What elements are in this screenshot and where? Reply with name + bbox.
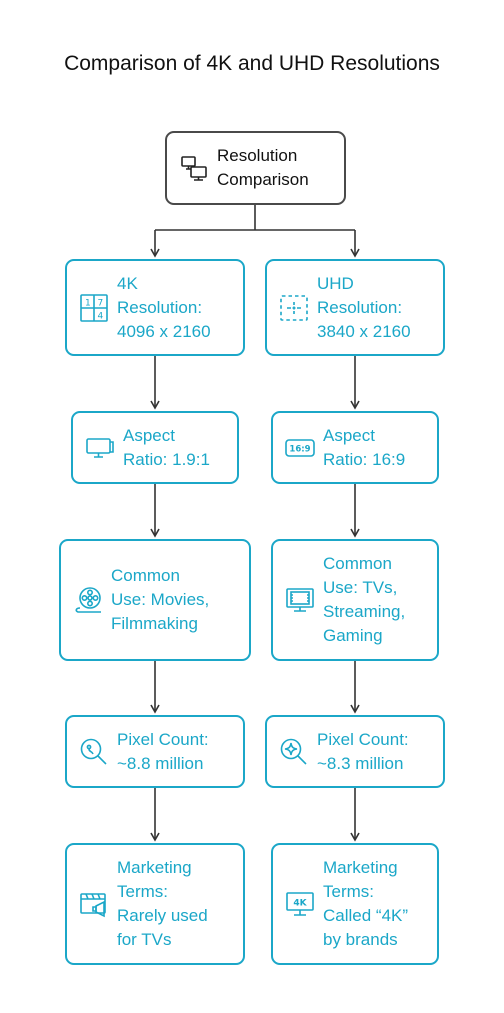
ratio-16-9-icon: 16:9 [285, 438, 315, 457]
tv-film-icon [286, 588, 314, 612]
node-uhd-marketing: 4K Marketing Terms: Called “4K” by brand… [271, 843, 439, 965]
svg-text:4: 4 [98, 311, 104, 321]
grid-numbers-icon: 1 7 4 [80, 293, 108, 322]
4k-monitor-icon: 4K [286, 892, 314, 916]
node-4k-resolution: 1 7 4 4K Resolution: 4096 x 2160 [65, 259, 245, 356]
node-4k-pixel-count-label: Pixel Count: ~8.8 million [117, 729, 209, 773]
connector-root-split [155, 204, 355, 231]
node-uhd-marketing-label: Marketing Terms: Called “4K” by brands [323, 858, 409, 949]
film-reel-icon [75, 587, 101, 613]
node-uhd-common-use-label: Common Use: TVs, Streaming, Gaming [323, 554, 406, 645]
node-4k-marketing: Marketing Terms: Rarely used for TVs [65, 843, 245, 965]
svg-text:4K: 4K [293, 899, 307, 909]
sparkle-magnifier-icon [280, 738, 307, 765]
root-node: Resolution Comparison [165, 131, 346, 205]
node-uhd-pixel-count: Pixel Count: ~8.3 million [265, 715, 445, 788]
dashed-frame-icon [280, 294, 308, 321]
svg-text:16:9: 16:9 [289, 444, 310, 454]
svg-text:7: 7 [98, 298, 104, 308]
node-uhd-common-use: Common Use: TVs, Streaming, Gaming [271, 539, 439, 661]
node-4k-aspect-ratio-label: Aspect Ratio: 1.9:1 [123, 425, 210, 469]
node-4k-marketing-label: Marketing Terms: Rarely used for TVs [117, 858, 208, 949]
node-uhd-pixel-count-label: Pixel Count: ~8.3 million [317, 729, 409, 773]
node-uhd-resolution-label: UHD Resolution: 3840 x 2160 [317, 273, 411, 341]
node-4k-aspect-ratio: Aspect Ratio: 1.9:1 [71, 411, 239, 484]
node-4k-common-use: Common Use: Movies, Filmmaking [59, 539, 251, 661]
node-4k-common-use-label: Common Use: Movies, Filmmaking [111, 566, 210, 633]
clapperboard-megaphone-icon [80, 893, 106, 918]
monitors-icon [181, 156, 207, 181]
node-uhd-aspect-ratio-label: Aspect Ratio: 16:9 [323, 425, 406, 469]
node-uhd-aspect-ratio: 16:9 Aspect Ratio: 16:9 [271, 411, 439, 484]
svg-text:1: 1 [85, 298, 91, 308]
widescreen-monitor-icon [86, 437, 114, 458]
node-4k-pixel-count: Pixel Count: ~8.8 million [65, 715, 245, 788]
diagram-title: Comparison of 4K and UHD Resolutions [64, 52, 440, 75]
node-uhd-resolution: UHD Resolution: 3840 x 2160 [265, 259, 445, 356]
magnifier-icon [80, 738, 107, 765]
node-4k-resolution-label: 4K Resolution: 4096 x 2160 [117, 273, 211, 341]
root-label: Resolution Comparison [217, 146, 309, 189]
